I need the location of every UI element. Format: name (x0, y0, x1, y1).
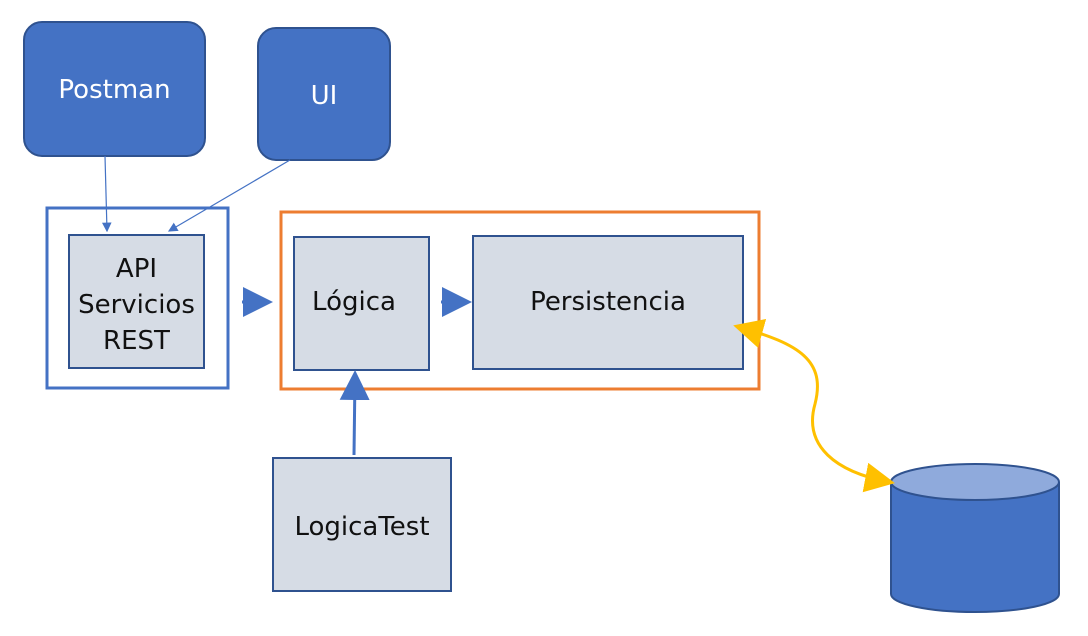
postman-to-api-arrow (101, 155, 112, 233)
persistencia-node[interactable]: Persistencia (472, 235, 744, 370)
postman-node[interactable]: Postman (23, 21, 206, 157)
database-node[interactable] (890, 463, 1060, 613)
api-container (45, 206, 230, 390)
ui-label: UI (311, 81, 338, 111)
api-line-2: Servicios (78, 290, 195, 320)
persistencia-label: Persistencia (530, 287, 686, 317)
api-line-1: API (116, 254, 157, 284)
logicatest-to-logica-arrow (339, 370, 370, 456)
ui-node[interactable]: UI (257, 27, 391, 161)
logicatest-label: LogicaTest (294, 512, 429, 542)
api-line-3: REST (103, 326, 170, 356)
ui-to-api-arrow (167, 159, 291, 232)
persistencia-database-link (733, 318, 895, 493)
logica-node[interactable]: Lógica (293, 236, 430, 371)
logica-label: Lógica (312, 287, 396, 317)
domain-container (279, 210, 761, 391)
postman-label: Postman (58, 75, 170, 105)
logicatest-node[interactable]: LogicaTest (272, 457, 452, 592)
api-node[interactable]: API Servicios REST (68, 234, 205, 369)
